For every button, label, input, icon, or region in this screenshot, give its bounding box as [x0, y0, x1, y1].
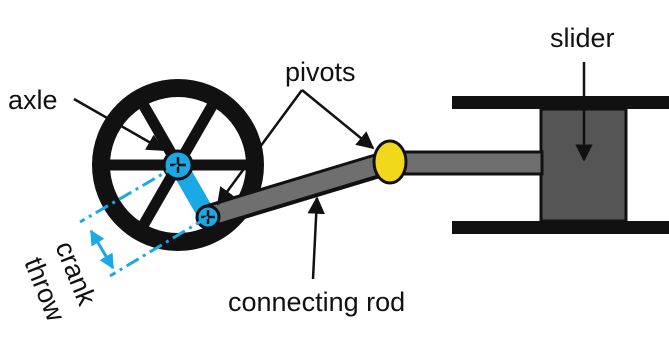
- pivots-label: pivots: [285, 57, 356, 87]
- cylinder: [452, 96, 669, 234]
- rod-slider-pivot: [372, 139, 408, 185]
- leader-lines: [73, 62, 593, 280]
- pivots-arrow-left: [216, 89, 304, 206]
- extension-line-lower: [109, 215, 209, 278]
- crank-throw-dimension: [79, 163, 209, 278]
- connecting-rod-fill: [207, 153, 391, 225]
- axle-label: axle: [8, 85, 58, 115]
- pivots-arrow-right: [301, 89, 375, 150]
- dimension-arrow: [89, 229, 115, 270]
- cylinder-top-wall: [452, 96, 669, 109]
- connecting-rod-arrow: [307, 196, 325, 280]
- extension-line-upper: [79, 163, 179, 224]
- piston-rod: [390, 150, 544, 176]
- connecting-rod-label: connecting rod: [228, 287, 405, 317]
- cylinder-bottom-wall: [452, 221, 669, 234]
- axle-arrow: [73, 97, 165, 152]
- slider-label: slider: [550, 23, 615, 53]
